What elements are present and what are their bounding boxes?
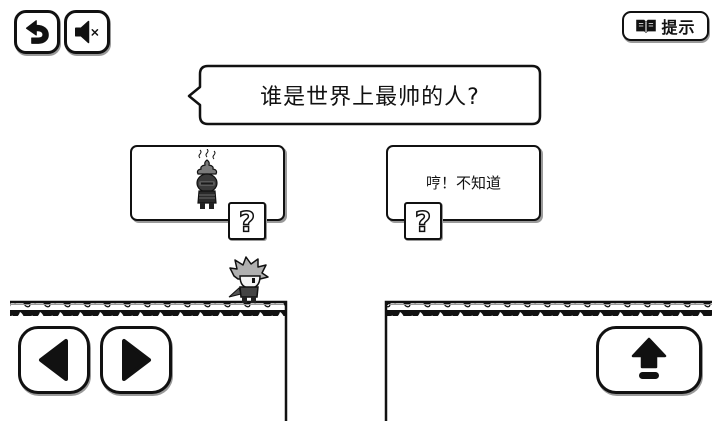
question-text: 谁是世界上最帅的人? <box>260 85 480 110</box>
hero-cape <box>228 287 242 298</box>
back-button[interactable] <box>14 10 60 54</box>
choice-text: 哼！不知道 <box>425 173 501 192</box>
poop-shape <box>196 159 218 175</box>
right-platform <box>384 300 712 421</box>
mute-button[interactable] <box>64 10 110 54</box>
left-triangle-icon <box>39 339 68 381</box>
speech-bubble <box>187 64 542 126</box>
ground-platforms <box>10 300 712 421</box>
stink-lines <box>198 149 216 160</box>
hint-mark-right[interactable]: ? <box>404 202 442 240</box>
body <box>197 190 217 204</box>
up-arrow-icon <box>631 337 667 379</box>
hint-label: 提示 <box>661 18 696 37</box>
hooded-character-icon <box>196 149 218 209</box>
hint-mark-left[interactable]: ? <box>228 202 266 240</box>
move-right-button[interactable] <box>100 326 172 394</box>
right-triangle-icon <box>122 339 151 381</box>
hero-hair <box>229 256 269 280</box>
open-book-icon <box>636 19 657 34</box>
hero-character-icon <box>228 256 269 303</box>
jump-button[interactable] <box>596 326 702 394</box>
hint-button[interactable]: 提示 <box>622 11 709 41</box>
left-platform <box>10 300 288 421</box>
hero-body <box>239 286 259 298</box>
move-left-button[interactable] <box>18 326 90 394</box>
speaker-muted-icon <box>75 20 99 44</box>
undo-arrow-icon <box>25 20 49 44</box>
hero-face <box>239 275 261 289</box>
